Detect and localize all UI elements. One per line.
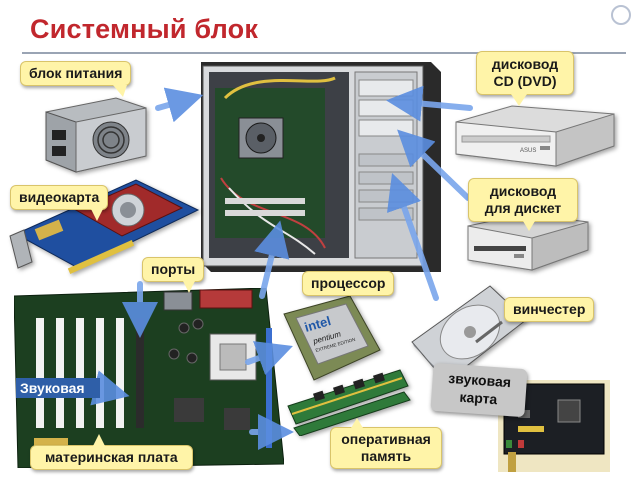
label-motherboard: материнская плата [30, 434, 193, 470]
label-hdd: винчестер [504, 297, 595, 322]
title-underline [22, 52, 626, 54]
arrow-icon [386, 173, 439, 301]
corner-decoration-icon [611, 5, 631, 25]
label-text: процессор [311, 275, 386, 291]
label-power-supply: блок питания [20, 61, 132, 97]
label-dvd-drive: дисковод CD (DVD) [476, 51, 574, 106]
label-text: дисковод [491, 56, 559, 72]
label-text: материнская плата [45, 449, 178, 465]
label-text: оперативная [341, 431, 431, 447]
label-text: дисковод [489, 183, 557, 199]
arrow-icon [155, 87, 204, 123]
floppy-drive-image [467, 213, 589, 271]
cpu-brand: intel [303, 313, 333, 335]
arrow-icon [397, 129, 471, 201]
label-text: блок питания [29, 65, 123, 81]
label-soundcard: звуковая карта [430, 362, 528, 418]
videocard-image [9, 179, 200, 274]
dvd-drive-image: ASUS [455, 105, 615, 167]
soundcard-overlay-label: Звуковая [16, 378, 100, 398]
label-ports: порты [142, 257, 205, 293]
hdd-image [411, 285, 527, 383]
label-cpu: процессор [302, 271, 395, 296]
slide-title: Системный блок [30, 14, 259, 44]
label-text: для дискет [484, 200, 562, 216]
power-supply-image [45, 97, 147, 173]
arrow-icon [245, 341, 293, 376]
label-text: порты [151, 261, 196, 277]
label-text: видеокарта [19, 189, 100, 205]
label-floppy-drive: дисковод для дискет [468, 178, 578, 231]
label-text: память [360, 448, 412, 464]
arrow-icon [386, 85, 473, 122]
arrow-icon [254, 220, 290, 299]
cpu-image: intel pentium EXTREME EDITION [283, 295, 381, 381]
label-text: CD (DVD) [493, 73, 557, 89]
motherboard-image [14, 288, 284, 468]
label-text: винчестер [513, 301, 586, 317]
dvd-brand: ASUS [520, 148, 536, 154]
label-ram: оперативная память [330, 418, 442, 469]
label-videocard: видеокарта [10, 185, 109, 221]
